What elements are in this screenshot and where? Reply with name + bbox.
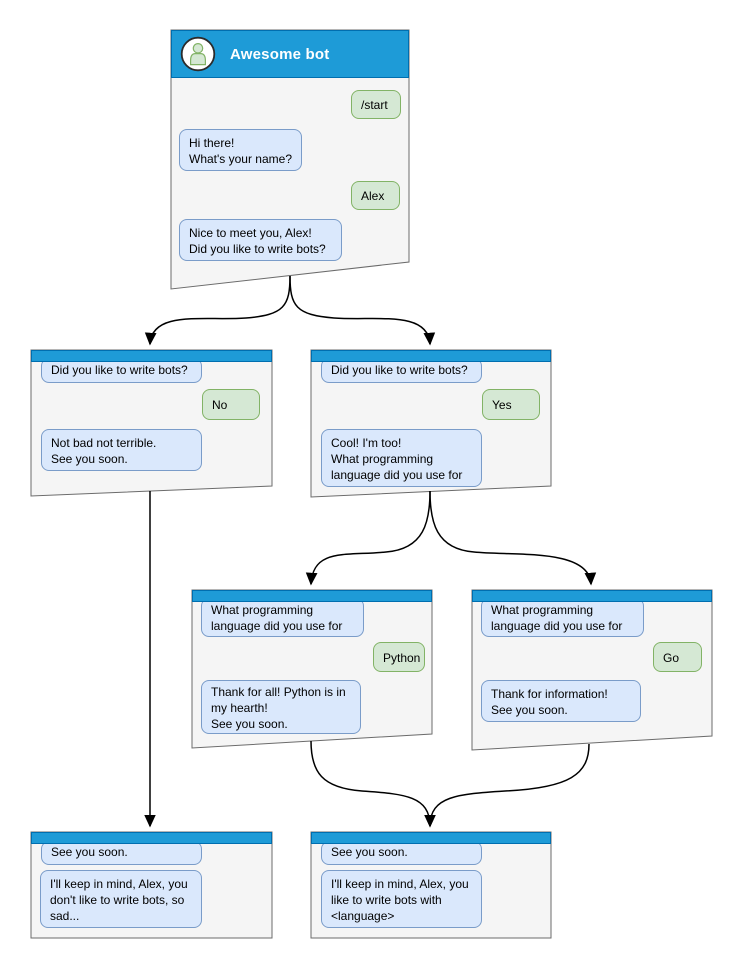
bot-avatar-icon (180, 36, 216, 72)
user-message-bubble: Alex (351, 181, 400, 210)
arrow-start-to-yes (289, 275, 436, 346)
arrow-go-to-final-yes (424, 743, 590, 828)
bot-message-bubble: Did you like to write bots? (41, 358, 202, 383)
chat-window-final-no: See you soon. I'll keep in mind, Alex, y… (31, 832, 272, 938)
chat-window-titlebar (472, 590, 712, 602)
bot-message-bubble: Thank for information! See you soon. (481, 680, 641, 722)
chat-window-branch-no: Did you like to write bots? No Not bad n… (31, 350, 272, 496)
chat-window-titlebar (311, 350, 551, 362)
bot-message-bubble: What programming language did you use fo… (481, 598, 644, 637)
chat-window-titlebar (311, 832, 551, 844)
bot-message-bubble: See you soon. (321, 841, 482, 865)
user-message-bubble: /start (351, 90, 401, 119)
user-message-bubble: Yes (482, 389, 540, 420)
bot-message-bubble: See you soon. (41, 841, 202, 865)
chat-window-start: Awesome bot /start Hi there! What's your… (171, 30, 409, 289)
bot-message-bubble: Cool! I'm too! What programming language… (321, 429, 482, 487)
user-message-bubble: Python (373, 642, 425, 672)
chat-window-final-yes: See you soon. I'll keep in mind, Alex, y… (311, 832, 551, 938)
arrow-start-to-no (144, 275, 291, 346)
chat-window-branch-python: What programming language did you use fo… (192, 590, 432, 748)
bot-message-bubble: Hi there! What's your name? (179, 129, 302, 171)
chat-window-titlebar: Awesome bot (171, 30, 409, 78)
chat-window-titlebar (31, 832, 272, 844)
chat-window-title: Awesome bot (230, 45, 330, 63)
arrow-yes-to-python (305, 490, 431, 586)
bot-message-bubble: Nice to meet you, Alex! Did you like to … (179, 219, 342, 261)
arrow-python-to-final-yes (310, 740, 436, 828)
user-message-bubble: No (202, 389, 260, 420)
chat-window-branch-yes: Did you like to write bots? Yes Cool! I'… (311, 350, 551, 497)
bot-message-bubble: I'll keep in mind, Alex, you don't like … (40, 870, 202, 928)
chat-window-titlebar (192, 590, 432, 602)
bot-message-bubble: Thank for all! Python is in my hearth! S… (201, 680, 361, 734)
user-message-bubble: Go (653, 642, 702, 672)
chat-window-branch-go: What programming language did you use fo… (472, 590, 712, 750)
bot-message-bubble: What programming language did you use fo… (201, 598, 364, 637)
bot-message-bubble: Not bad not terrible. See you soon. (41, 429, 202, 471)
arrow-yes-to-go (429, 490, 597, 586)
bot-message-bubble: I'll keep in mind, Alex, you like to wri… (321, 870, 482, 928)
chat-window-titlebar (31, 350, 272, 362)
